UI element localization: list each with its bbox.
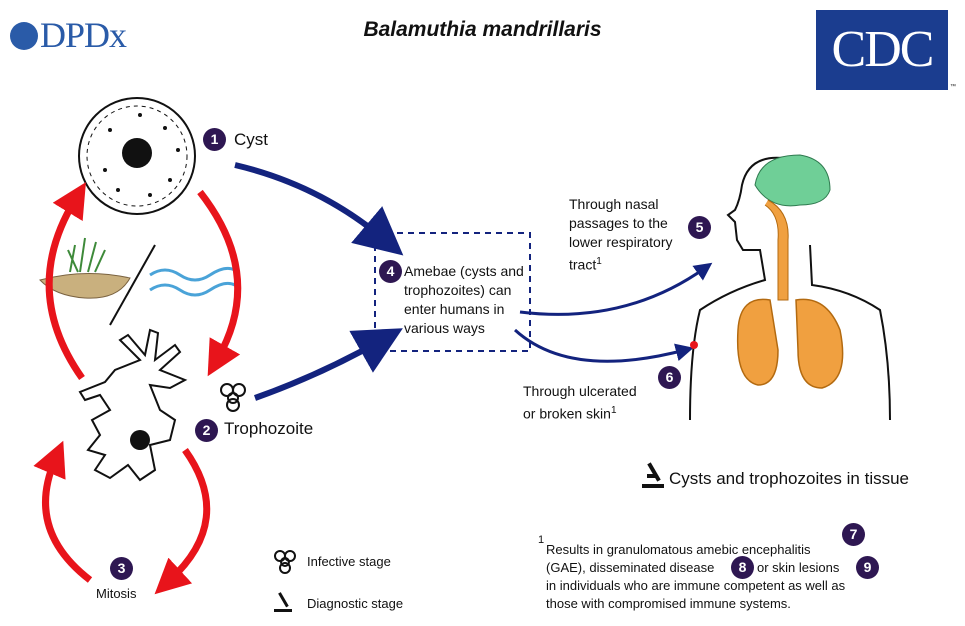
step-1-label: Cyst (234, 130, 268, 149)
biohazard-icon (220, 383, 246, 412)
cyst-illustration (78, 97, 196, 215)
human-figure (689, 154, 891, 421)
step-5-label: Through nasal passages to the lower resp… (569, 196, 673, 273)
step-6-footnote-marker: 1 (610, 405, 617, 416)
step-5-footnote-marker: 1 (596, 256, 602, 267)
step-5-badge: 5 (688, 216, 711, 239)
blue-arrows (234, 162, 713, 401)
step-1-badge: 1 (203, 128, 226, 151)
step-7-badge: 7 (842, 523, 865, 546)
footnote-marker: 1 (538, 534, 545, 546)
step-4-badge: 4 (379, 260, 402, 283)
slash-divider (109, 244, 156, 326)
legend-diagnostic-label: Diagnostic stage (307, 596, 404, 611)
step-6-badge: 6 (658, 366, 681, 389)
globe-icon (10, 22, 38, 50)
soil-illustration (39, 237, 131, 299)
page-title: Balamuthia mandrillaris (363, 18, 602, 41)
legend-microscope-icon (274, 592, 292, 612)
step-4-label: Amebae (cysts and trophozoites) can ente… (404, 263, 524, 336)
microscope-icon (642, 462, 664, 488)
cdc-logo: CDC (816, 10, 948, 90)
footnote-line-3: or skin lesions (757, 560, 840, 575)
step-9-badge: 9 (856, 556, 879, 579)
legend-infective-label: Infective stage (307, 554, 391, 569)
tissue-label: Cysts and trophozoites in tissue (669, 469, 910, 488)
entry-box (374, 232, 531, 352)
step-6-label: Through ulcerated or broken skin1 (523, 383, 637, 422)
footnote-line-1: Results in granulomatous amebic encephal… (546, 542, 811, 557)
step-3-badge: 3 (110, 557, 133, 580)
step-2-label: Trophozoite (224, 419, 314, 438)
dpdx-logo: DPDx (10, 14, 127, 56)
step-2-badge: 2 (195, 419, 218, 442)
step-3-label: Mitosis (96, 586, 137, 601)
trademark: ™ (950, 84, 956, 90)
trophozoite-illustration (78, 328, 188, 482)
legend-biohazard-icon (274, 550, 296, 574)
footnote-line-5: those with compromised immune systems. (546, 596, 791, 611)
red-cycle-arrows (33, 182, 242, 595)
water-illustration (149, 266, 236, 297)
step-8-badge: 8 (731, 556, 754, 579)
footnote-line-4: in individuals who are immune competent … (546, 578, 846, 593)
footnote-line-2: (GAE), disseminated disease (546, 560, 715, 575)
